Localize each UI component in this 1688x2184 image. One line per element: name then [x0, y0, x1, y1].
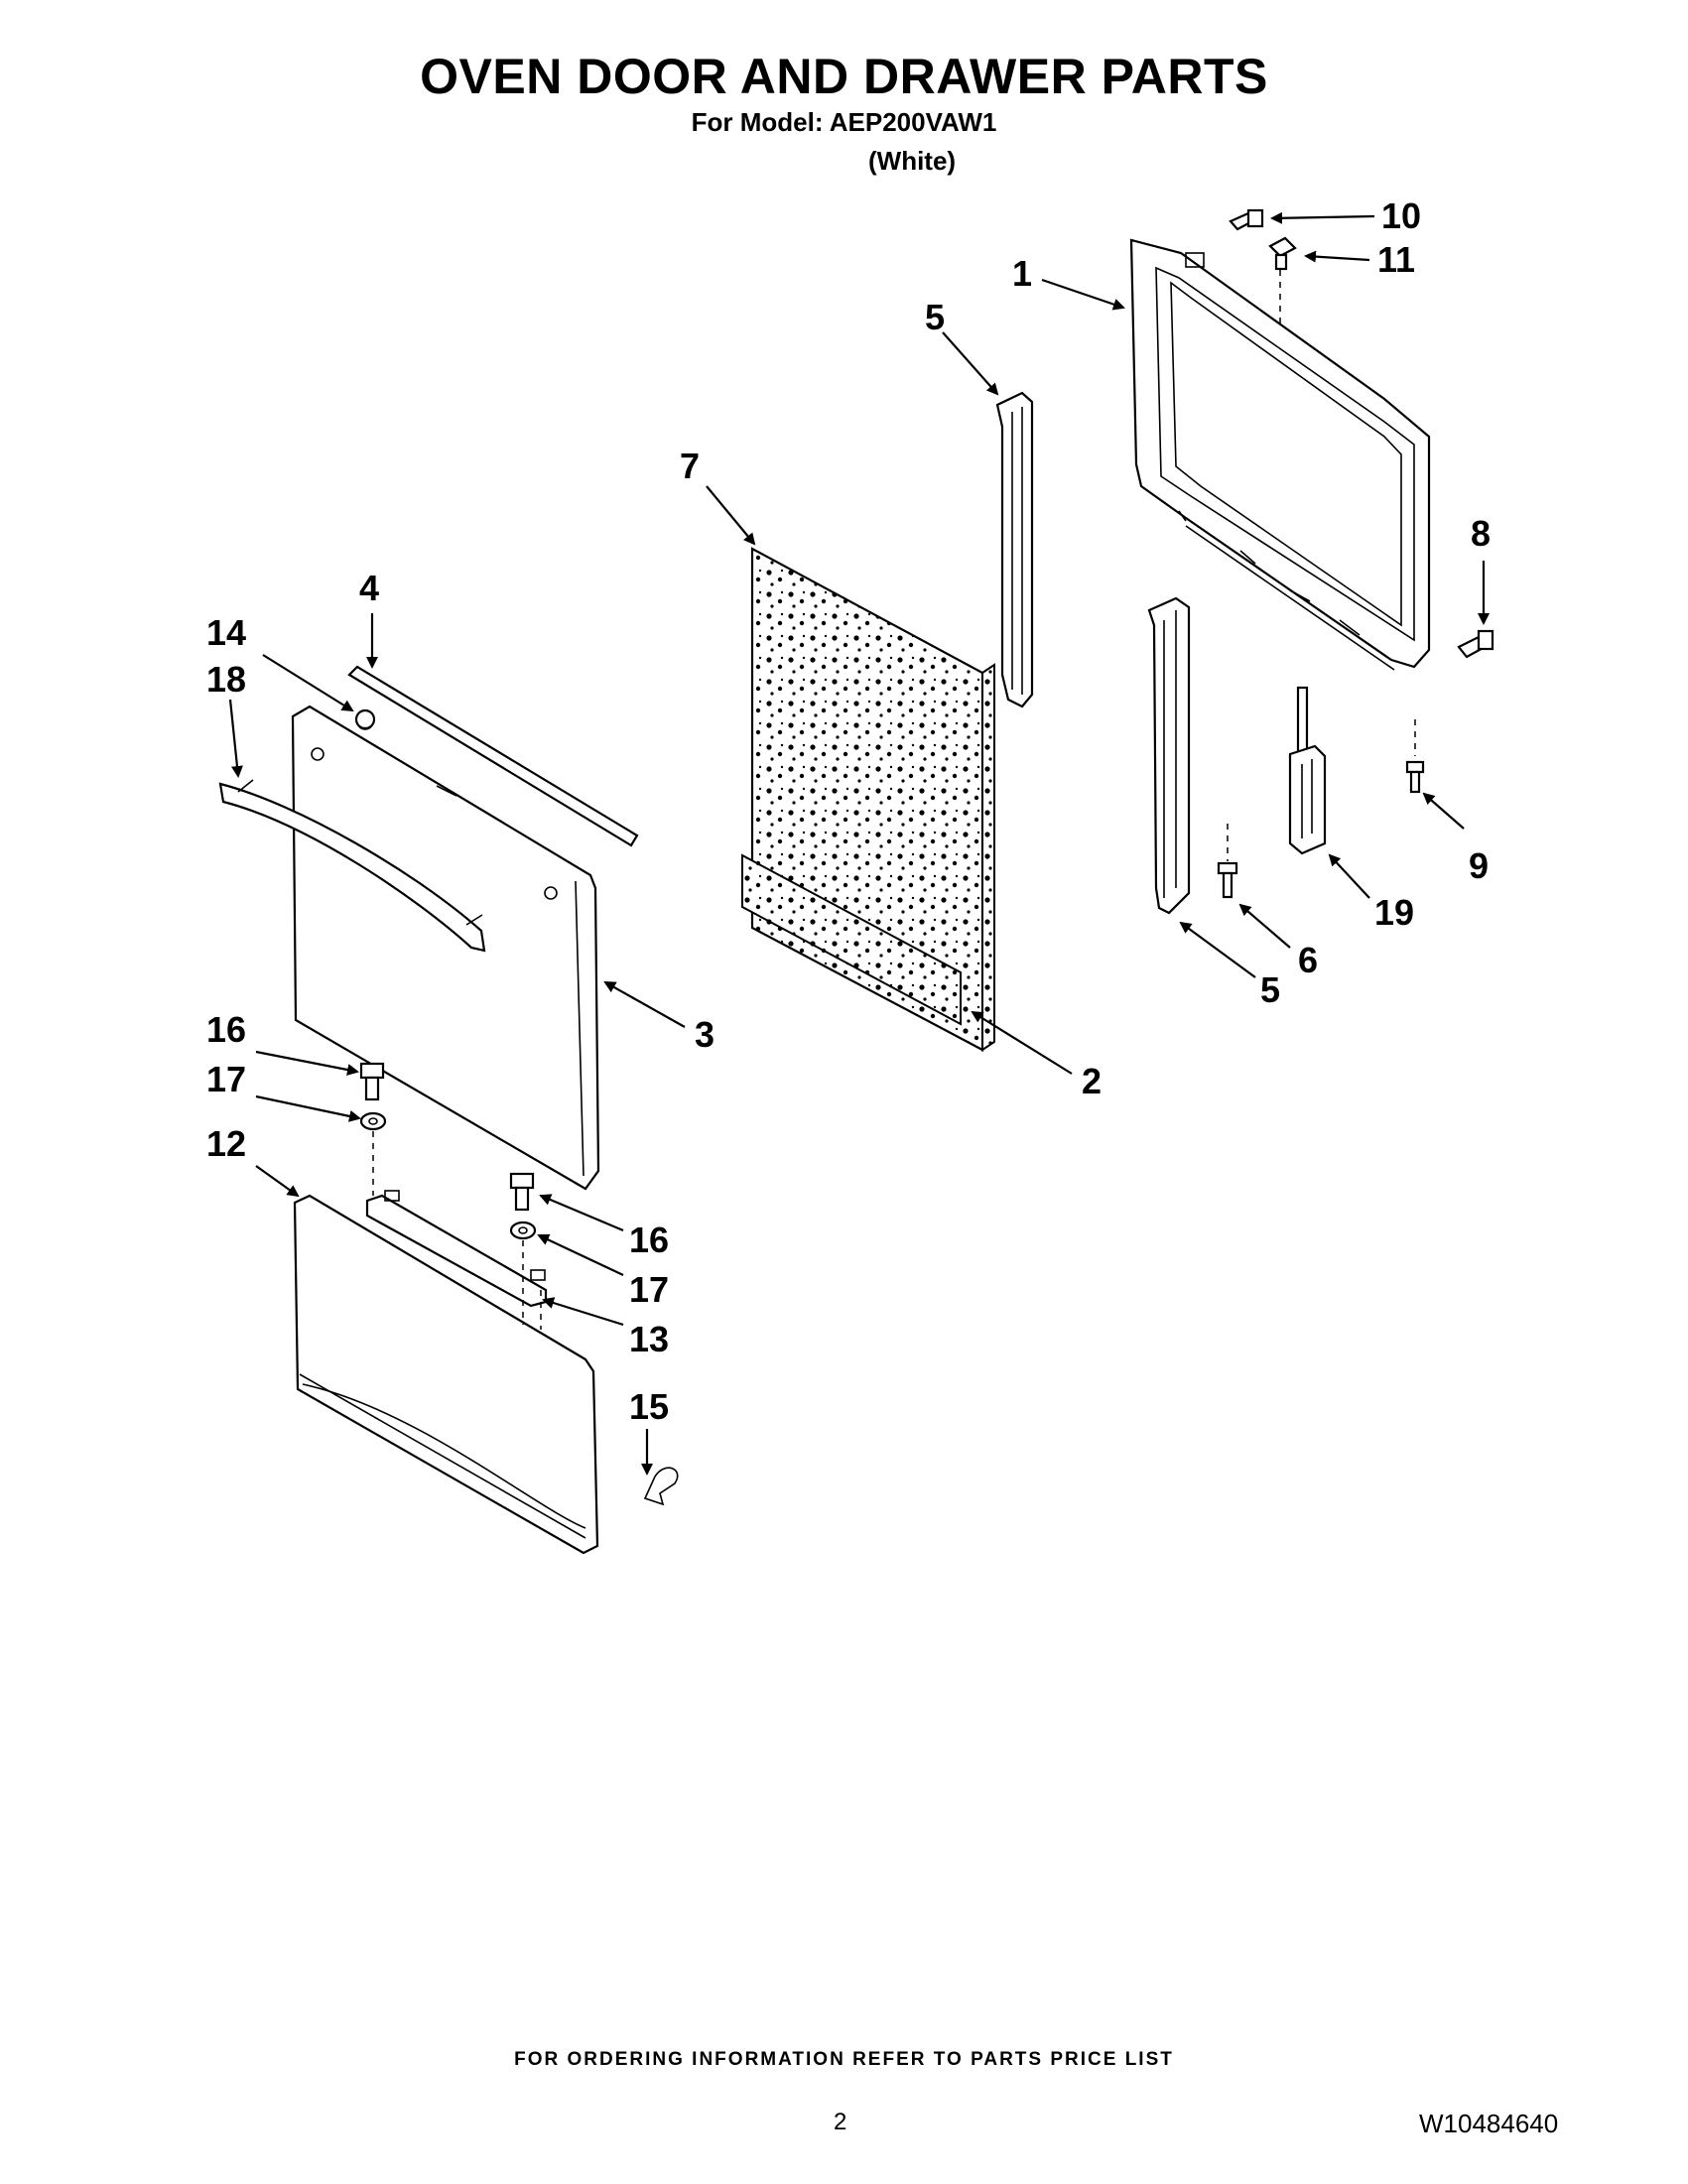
model-line: For Model: AEP200VAW1: [691, 107, 997, 137]
callout-5-lower: 5: [1260, 969, 1280, 1010]
vent-trim: [347, 665, 639, 847]
callout-7: 7: [680, 446, 700, 486]
inner-door-frame: [1129, 238, 1431, 671]
fasteners: [354, 208, 1494, 1506]
callout-15: 15: [629, 1386, 669, 1427]
callout-6: 6: [1298, 940, 1318, 980]
callout-19: 19: [1374, 892, 1414, 933]
assembly-lines: [372, 270, 1416, 1330]
callout-13: 13: [629, 1319, 669, 1359]
callout-4: 4: [359, 568, 379, 608]
callout-10: 10: [1381, 195, 1421, 236]
leader-arrows: [228, 211, 1490, 1476]
document-number: W10484640: [1419, 2109, 1559, 2138]
callout-18: 18: [206, 659, 246, 700]
callout-labels: 10 11 1 5 7 8 9 19 6 5 2 3 4 14 18 16 17…: [206, 195, 1491, 1427]
drawer-front: [293, 1194, 599, 1555]
outer-door-panel: [291, 705, 600, 1191]
callout-8: 8: [1471, 513, 1491, 554]
callout-17-upper: 17: [206, 1059, 246, 1099]
callout-3: 3: [695, 1014, 714, 1055]
hinge-channel-upper: [995, 391, 1034, 708]
door-handle: [218, 779, 486, 953]
callout-2: 2: [1082, 1061, 1102, 1101]
callout-9: 9: [1469, 845, 1489, 886]
color-variant: (White): [868, 146, 957, 176]
callout-12: 12: [206, 1123, 246, 1164]
door-latch: [1288, 686, 1327, 855]
callout-1: 1: [1012, 253, 1032, 294]
callout-14: 14: [206, 612, 246, 653]
callout-16-lower: 16: [629, 1220, 669, 1260]
ordering-note: FOR ORDERING INFORMATION REFER TO PARTS …: [514, 2049, 1174, 2070]
callout-11: 11: [1377, 239, 1415, 280]
page-title: OVEN DOOR AND DRAWER PARTS: [420, 49, 1268, 104]
lower-insulation-strip: [741, 853, 962, 1026]
page-number: 2: [834, 2109, 847, 2135]
callout-5-upper: 5: [925, 297, 945, 337]
callout-16-upper: 16: [206, 1009, 246, 1050]
callout-17-lower: 17: [629, 1269, 669, 1310]
hinge-channel-lower: [1147, 596, 1191, 915]
